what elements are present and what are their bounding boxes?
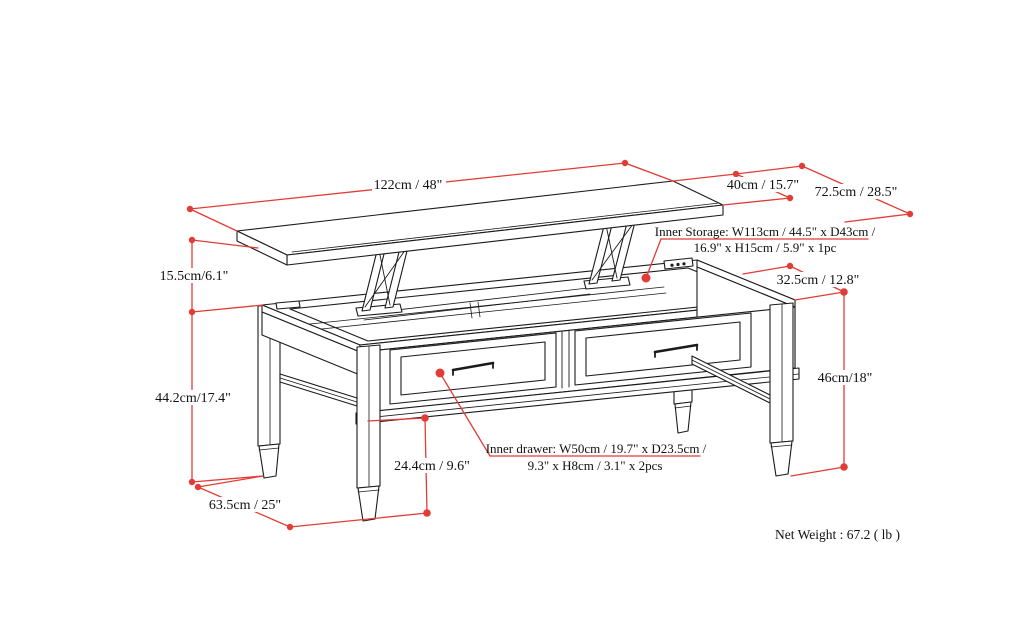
drawer-right-handle <box>653 343 699 358</box>
dim-label-base-depth: 63.5cm / 25" <box>209 498 281 513</box>
net-weight-label: Net Weight : 67.2 ( lb ) <box>775 527 900 542</box>
table-body-top <box>261 259 796 346</box>
inner-storage-note-line2: 16.9" x H15cm / 5.9" x 1pc <box>694 240 837 255</box>
inner-drawer-note-line1: Inner drawer: W50cm / 19.7" x D23.5cm / <box>486 441 707 456</box>
dimension-dots <box>186 159 914 531</box>
dim-label-top-depth: 40cm / 15.7" <box>727 178 799 193</box>
lift-mechanism-left <box>355 246 409 317</box>
dimension-labels: 122cm / 48" 40cm / 15.7" 72.5cm / 28.5" … <box>155 177 901 513</box>
table-drawing <box>236 180 800 522</box>
latch-detail <box>663 257 694 270</box>
dim-label-table-height: 46cm/18" <box>818 371 873 386</box>
drawer-left <box>389 332 557 405</box>
stretcher-left <box>279 373 358 407</box>
dim-label-top-overhang: 32.5cm / 12.8" <box>777 273 860 288</box>
inner-drawer-marker <box>435 368 445 378</box>
dim-label-lift-height: 15.5cm/6.1" <box>160 269 229 284</box>
leg-front-right <box>769 302 794 477</box>
leg-back-right <box>673 387 693 434</box>
dim-label-open-depth: 72.5cm / 28.5" <box>815 185 898 200</box>
leg-front-left <box>356 344 381 522</box>
drawer-left-handle <box>451 361 495 376</box>
leader-inner-storage <box>645 238 869 279</box>
lift-mechanism-right <box>583 221 636 290</box>
hinge-bracket <box>275 300 301 310</box>
inner-storage-marker <box>641 273 651 283</box>
inner-storage-note-line1: Inner Storage: W113cm / 44.5" x D43cm / <box>655 224 876 239</box>
base-shelf-band <box>355 367 800 425</box>
annotation-labels: Inner Storage: W113cm / 44.5" x D43cm / … <box>486 224 900 542</box>
dim-label-floor-clearance: 24.4cm / 9.6" <box>394 459 470 474</box>
tabletop-lifted <box>236 180 724 266</box>
dim-label-body-height: 44.2cm/17.4" <box>155 391 231 406</box>
dim-label-top-length: 122cm / 48" <box>374 178 443 193</box>
leader-inner-drawer <box>439 372 701 457</box>
inner-drawer-note-line2: 9.3" x H8cm / 3.1" x 2pcs <box>528 458 663 473</box>
